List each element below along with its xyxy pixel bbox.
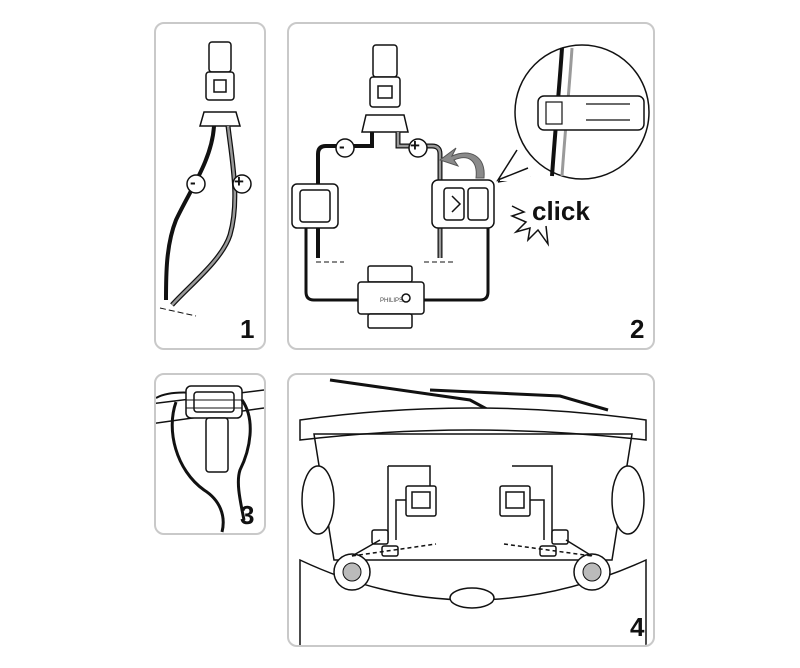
resistor-module (357, 265, 425, 329)
step-number-3: 3 (240, 500, 255, 530)
panel-2-art: PHILIPS (291, 44, 650, 329)
right-splice-connector (431, 179, 495, 229)
step-number-2: 2 (630, 314, 645, 344)
panel-4-art (299, 378, 647, 645)
cable-tie (186, 399, 242, 409)
wiper-right (429, 388, 609, 412)
headlight-left (301, 465, 335, 535)
positive-sign-2: + (410, 136, 420, 155)
panel-1-art (159, 41, 252, 317)
positive-symbol-1 (232, 174, 252, 194)
step-number-1: 1 (240, 314, 255, 344)
positive-symbol-2 (408, 138, 428, 158)
left-splice-connector (291, 183, 339, 229)
left-resistor-install (351, 465, 437, 557)
negative-sign-1: - (190, 173, 196, 192)
panel-3-art (156, 385, 264, 533)
positive-sign-1: + (234, 172, 244, 191)
mounted-resistor (185, 385, 243, 473)
engine-bay (313, 433, 633, 561)
negative-wire (164, 125, 216, 301)
fog-light-right (573, 553, 611, 591)
negative-symbol-1 (186, 174, 206, 194)
resistor-brand-label: PHILIPS (380, 298, 403, 304)
step-number-4: 4 (630, 612, 645, 642)
zoom-callout (496, 44, 650, 183)
click-annotation: click (532, 196, 590, 226)
right-resistor-install (499, 465, 593, 557)
click-burst-icon (509, 205, 550, 247)
negative-symbol-2 (335, 138, 355, 158)
negative-sign-2: - (339, 137, 345, 156)
car-hood (299, 407, 647, 441)
positive-wire (170, 125, 238, 307)
press-arrow (438, 147, 485, 179)
wire-loop-black (316, 132, 374, 185)
bulb-connector-1 (199, 41, 241, 127)
fog-light-left (333, 553, 371, 591)
bulb-connector-2 (361, 44, 409, 133)
headlight-right (611, 465, 645, 535)
front-grille (449, 587, 495, 609)
